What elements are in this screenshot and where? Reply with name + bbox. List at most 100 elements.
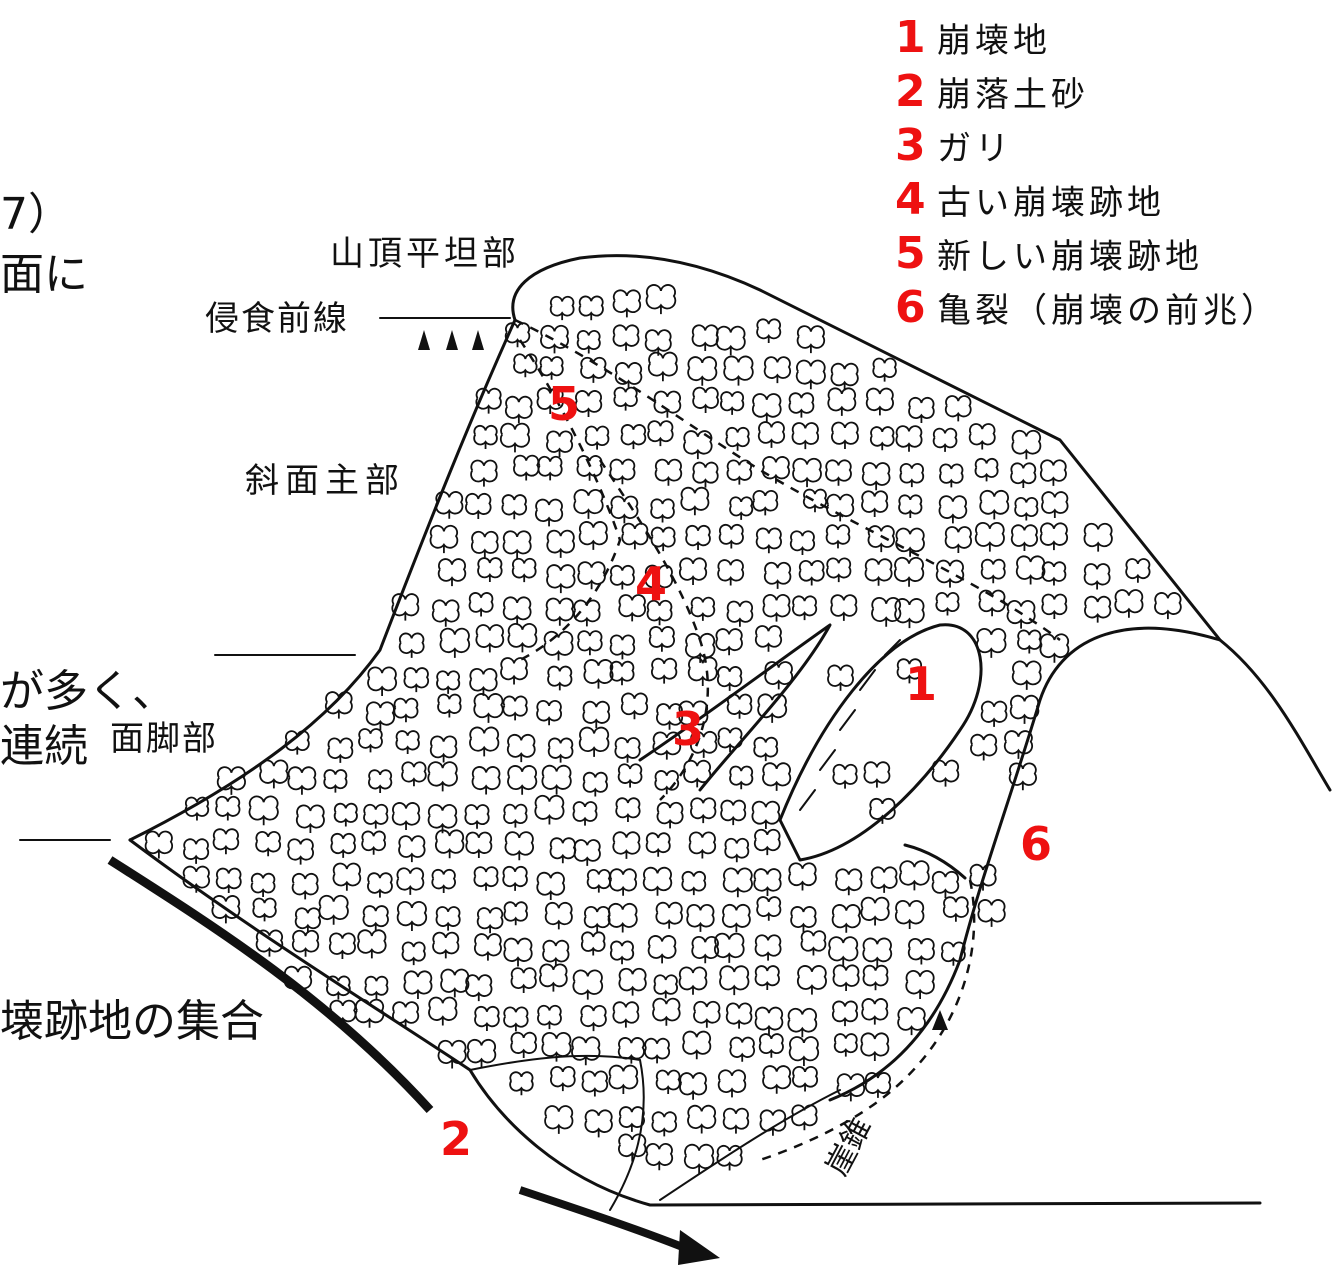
tree-symbol	[543, 630, 574, 661]
tree-symbol	[259, 759, 289, 789]
tree-symbol	[509, 1071, 534, 1096]
legend-item: 6 亀裂（崩壊の前兆）	[895, 280, 1279, 334]
tree-symbol	[1083, 563, 1111, 590]
tree-symbol	[318, 894, 349, 925]
tree-symbol	[291, 929, 320, 957]
tree-symbol	[717, 727, 743, 753]
tree-symbol	[932, 427, 958, 452]
tree-symbol	[363, 803, 389, 829]
tree-symbol	[652, 731, 682, 760]
tree-symbol	[753, 868, 782, 896]
tree-symbol	[826, 557, 852, 583]
tree-symbol	[617, 1037, 645, 1064]
tree-symbol	[729, 496, 754, 520]
tree-symbol	[473, 693, 504, 723]
tree-symbol	[573, 839, 601, 866]
tree-symbol	[504, 395, 533, 424]
tree-symbol	[686, 904, 715, 932]
marker-4: 4	[635, 557, 667, 611]
tree-symbol	[828, 936, 859, 967]
tree-symbol	[546, 529, 575, 558]
tree-symbol	[466, 1038, 497, 1068]
tree-symbol	[503, 1006, 529, 1032]
tree-symbol	[654, 770, 680, 795]
tree-symbol	[578, 521, 608, 550]
tree-symbol	[582, 700, 611, 729]
tree-symbol	[437, 693, 462, 718]
tree-symbol	[977, 899, 1006, 927]
tree-symbol	[726, 459, 753, 485]
tree-symbol	[549, 1066, 576, 1092]
tree-symbol	[687, 356, 718, 386]
tree-symbol	[751, 393, 782, 423]
legend-text: 新しい崩壊跡地	[937, 236, 1203, 277]
tree-symbol	[726, 693, 753, 719]
tree-symbol	[1039, 522, 1069, 551]
tree-symbol	[651, 657, 678, 684]
tree-symbol	[182, 865, 211, 893]
tree-symbol	[502, 695, 528, 721]
tree-symbol	[252, 897, 277, 922]
tree-symbol	[613, 386, 638, 411]
tree-symbol	[429, 735, 458, 763]
tree-symbol	[1008, 762, 1037, 791]
tree-symbol	[896, 658, 923, 684]
tree-symbol	[646, 599, 673, 626]
tree-symbol	[364, 975, 389, 1000]
tree-symbol	[544, 1105, 574, 1134]
tree-symbol	[789, 530, 816, 555]
tree-symbol	[692, 386, 719, 413]
tree-symbol	[609, 564, 635, 590]
legend-number: 1	[895, 11, 926, 63]
tree-symbol	[465, 492, 492, 519]
tree-symbol	[501, 494, 528, 520]
flow-arrow	[518, 1186, 692, 1254]
tree-symbol	[870, 866, 898, 893]
marker-3: 3	[672, 702, 704, 756]
tree-symbol	[893, 556, 925, 587]
tree-symbol	[720, 799, 747, 826]
tree-symbol	[291, 872, 319, 900]
tree-symbol	[762, 762, 792, 791]
tree-symbol	[752, 490, 779, 516]
legend-item: 5 新しい崩壊跡地	[895, 226, 1203, 280]
tree-symbol	[609, 868, 638, 896]
tree-symbol	[791, 595, 818, 621]
label-erosion-front: 侵食前線	[205, 299, 349, 339]
erosion-marker	[418, 330, 430, 350]
base-edge	[107, 856, 434, 1114]
tree-symbol	[653, 974, 679, 999]
tree-symbol	[800, 930, 827, 956]
tree-symbol	[935, 592, 960, 616]
legend-number: 5	[895, 227, 926, 279]
label-talus: 崖錐	[820, 1112, 879, 1181]
tree-symbol	[577, 630, 603, 656]
tree-symbol	[396, 867, 425, 895]
label-slope-foot: 面脚部	[110, 719, 218, 759]
tree-symbol	[1125, 558, 1151, 583]
tree-symbol	[215, 867, 242, 894]
tree-symbol	[755, 527, 782, 554]
legend-number: 2	[895, 65, 926, 117]
tree-symbol	[1009, 694, 1040, 724]
tree-symbol	[326, 975, 351, 1000]
tree-symbol	[644, 564, 674, 593]
tree-symbol	[464, 804, 490, 829]
tree-symbol	[621, 522, 649, 550]
tree-symbol	[756, 318, 782, 343]
tree-symbol	[393, 697, 419, 723]
tree-symbol	[647, 420, 674, 447]
tree-symbol	[836, 1073, 866, 1102]
tree-symbol	[255, 831, 282, 857]
tree-symbol	[655, 901, 683, 929]
tree-symbol	[754, 965, 780, 990]
tree-symbol	[687, 656, 718, 686]
tree-symbol	[756, 896, 782, 921]
tree-symbol	[1010, 524, 1039, 552]
tree-symbol	[1017, 629, 1042, 654]
tree-symbol	[583, 906, 611, 933]
slope-base	[128, 838, 1262, 1207]
tree-symbol	[507, 765, 538, 795]
cut-text: 壊跡地の集合	[0, 996, 264, 1047]
tree-symbol	[473, 424, 498, 449]
